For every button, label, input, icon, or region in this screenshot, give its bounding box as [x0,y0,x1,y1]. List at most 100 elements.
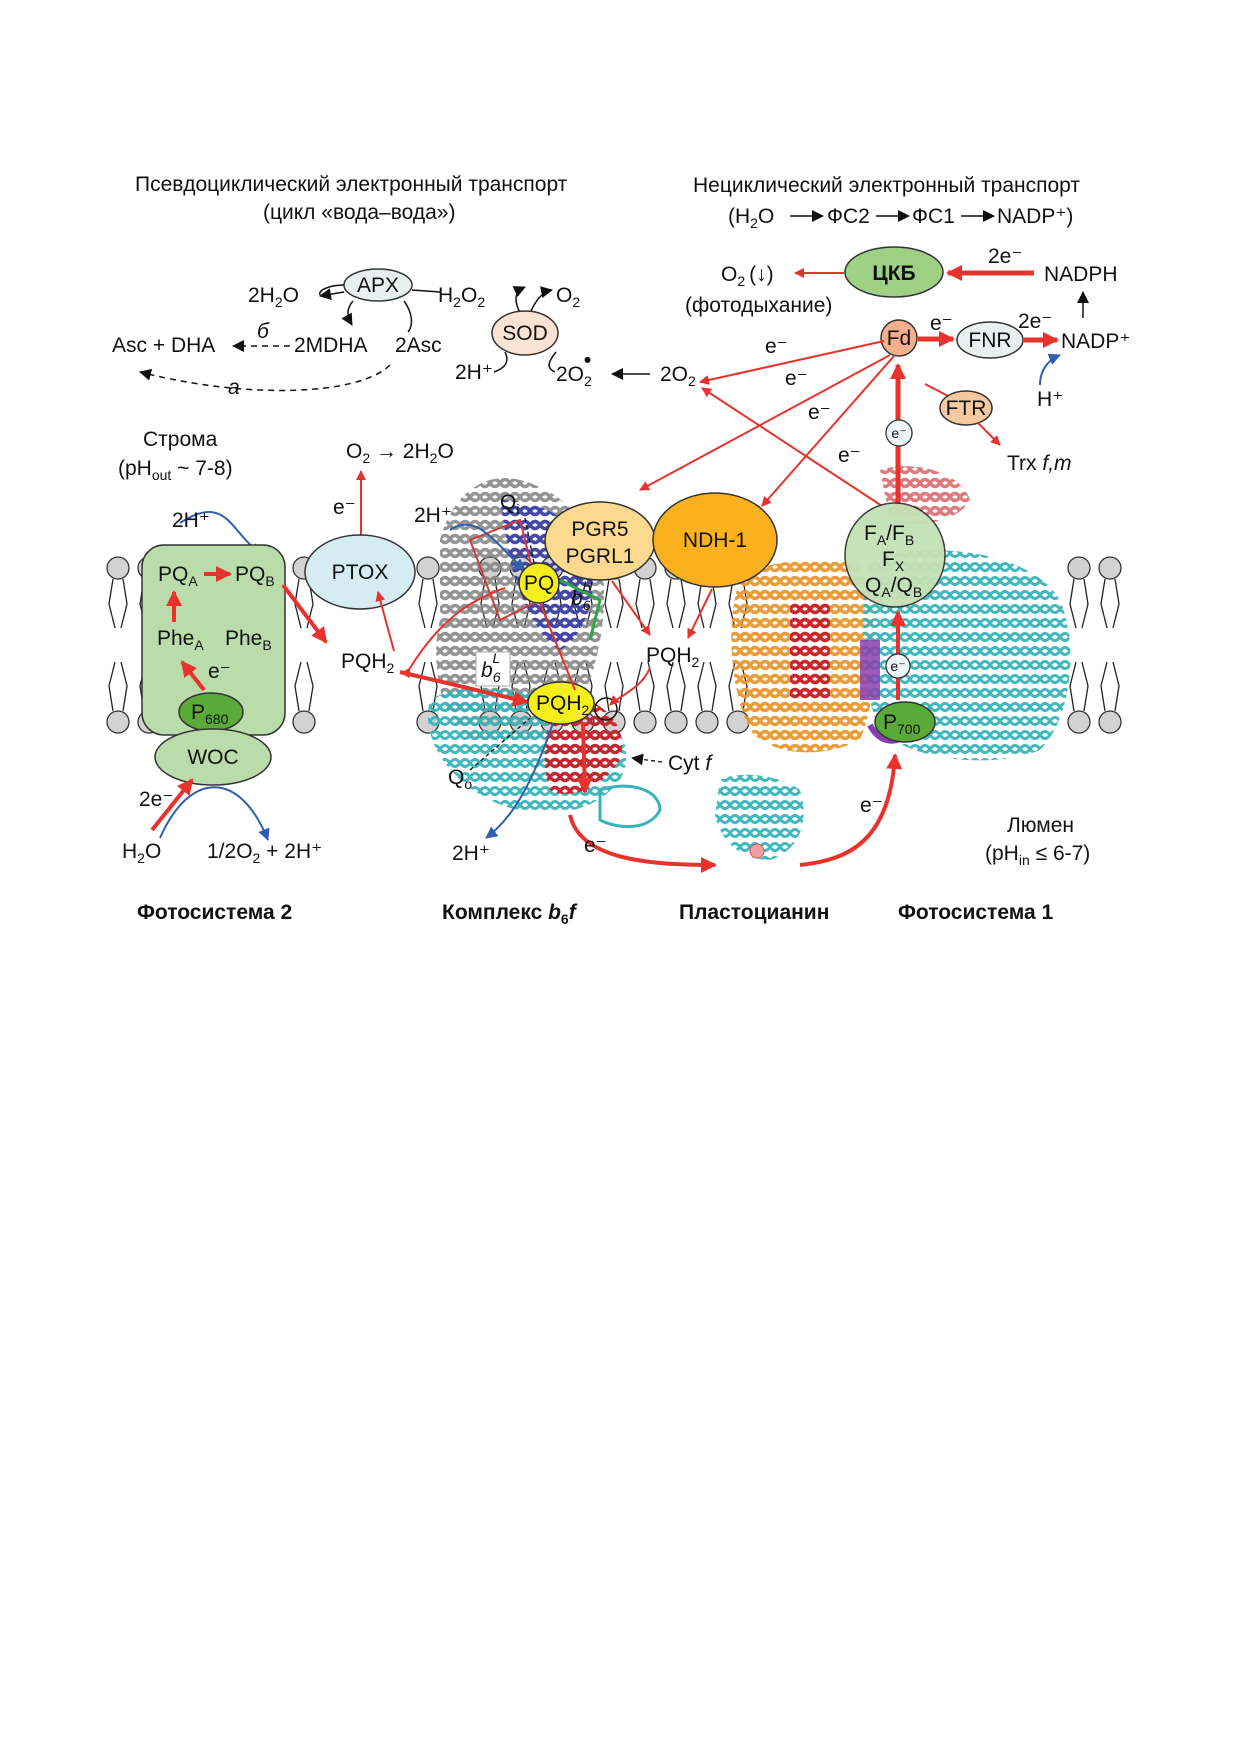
water-water-cycle: APX 2H2O H2O2 O2 SOD Asc + DHA б 2MDHA 2… [112,268,696,399]
lipid-head [416,556,440,580]
ptox-enzyme [304,534,416,610]
stromal-reactions: O2(↓) (фотодыхание) ЦКБ 2e⁻ NADPH Fd e⁻ … [639,245,1130,512]
nadp-proton: H⁺ [1037,388,1063,411]
ferredoxin [880,319,918,357]
svg-text:ФС1: ФС1 [912,205,955,228]
pq-a: PQA [158,563,198,589]
noncyclic-title: Нециклический электронный транспорт [693,174,1080,197]
svg-text:(H2O: (H2O [728,205,774,231]
fa-o2-electron: e⁻ [838,444,861,467]
oxygen-substrate: 2O2 [660,363,696,389]
nadp-plus: NADP⁺ [1061,330,1130,353]
lipid-head [1098,556,1122,580]
p680-label: P680 [191,701,229,727]
pathway-a-label: а [228,376,240,399]
lipid-head [1098,710,1122,734]
stroma-ph: (pHout ~ 7-8) [118,457,233,483]
cyt-f-label: Cyt f [668,752,713,775]
sod-protons: 2H⁺ [455,361,493,384]
lipid-tail [1069,578,1089,629]
pgr5-label: PGR5 [571,518,628,541]
fnr-2e: 2e⁻ [1018,310,1052,333]
pseudocyclic-subtitle: (цикл «вода–вода») [263,201,455,224]
lipid-tail [108,578,128,629]
lipid-tail [697,661,717,712]
nadph: NADPH [1044,263,1118,286]
calvin-cycle [844,246,944,298]
b6f-lumen-protons: 2H⁺ [452,842,490,865]
mdha: 2MDHA [294,334,368,357]
photosystem2: 2H⁺ PQA PQB PheA PheB e⁻ P680 WOC 2e⁻ H2… [122,509,322,866]
lipid-tail [418,578,438,629]
p700-reaction-center [874,701,936,743]
fd-pgr-electron: e⁻ [785,367,808,390]
photosystem1: FA/FB FX QA/QB e⁻ P700 e⁻ [799,502,946,867]
lipid-head [1067,710,1091,734]
superoxide: 2O2• [556,349,592,389]
caption-ps1: Фотосистема 1 [898,901,1054,924]
pqh2-qo-label: PQH2 [536,692,590,718]
lipid-tail [294,661,314,712]
ptox-group: O2 → 2H2O e⁻ PTOX [304,440,454,610]
ndh1-label: NDH-1 [683,529,747,552]
lipid-tail [604,578,624,629]
ptox-label: PTOX [332,561,389,584]
lipid-head [106,556,130,580]
ftr-enzyme [939,390,993,426]
thioredoxin: Trx f,m [1007,452,1072,475]
ps1-electron: e⁻ [890,658,905,674]
fnr-enzyme [956,321,1024,359]
pqh2-pool-right: PQH2 [646,644,700,670]
fa-fb: FA/FB [864,522,914,548]
pgrl1-label: PGRL1 [566,545,635,568]
caption-plastocyanin: Пластоцианин [679,901,829,924]
pq-b: PQB [235,563,275,589]
ps1-iron-sulfur-cluster [844,502,946,608]
pgr5-pgrl1 [544,501,656,581]
photorespiration-label: (фотодыхание) [685,294,832,317]
lipid-tail [1100,661,1120,712]
ftr-label: FTR [946,397,987,420]
apx-label: APX [357,274,399,297]
ps2-products: 1/2O2 + 2H⁺ [207,840,322,866]
water-oxidizing-complex [154,728,272,786]
lipid-tail [635,661,655,712]
b6f-complex: 2H⁺ Qi PQ b6H b6L PQH2 Qo Cyt f 2H⁺ e⁻ [414,491,717,873]
lipid-head [106,710,130,734]
pseudocyclic-title: Псевдоциклический электронный транспорт [135,173,568,196]
electron-badge-label: e⁻ [891,425,906,441]
heme-b6l-box [475,651,511,687]
fx: FX [882,548,905,574]
p700-label: P700 [883,711,921,737]
ptox-electron: e⁻ [333,496,356,519]
sod-label: SOD [502,322,548,345]
pc-p700-electron: e⁻ [860,794,883,817]
pqh2-qo [527,681,595,725]
lipid-head [695,710,719,734]
calvin-cycle-label: ЦКБ [872,262,915,285]
cytf-pc-electron: e⁻ [584,834,607,857]
b6f-stroma-protons: 2H⁺ [414,504,452,527]
stroma-label: Строма [143,428,218,451]
pqh2-pool-left: PQH2 [341,650,395,676]
woc-label: WOC [187,746,238,769]
lipid-head [664,710,688,734]
lipid-head [292,710,316,734]
electron-badge [885,419,913,447]
lumen-ph: (pHin ≤ 6-7) [985,842,1090,868]
lipid-tail [666,578,686,629]
lipid-head [633,710,657,734]
ps1-electron-badge [885,653,911,679]
lipid-tail [1100,578,1120,629]
pq-qi [518,562,560,604]
rieske-fes [594,697,618,721]
lipid-tail [666,661,686,712]
pq-qi-label: PQ [524,572,554,595]
ndh1-complex [652,492,778,588]
heme-b6h: b6H [571,578,593,613]
plastocyanin-protein-structure [715,774,804,860]
noncyclic-formula: (H2O ФС2 ФС1 NADP⁺) [728,205,1073,231]
nadph-2e: 2e⁻ [988,245,1022,268]
ps2-water: H2O [122,840,161,866]
fd-fnr-electron: e⁻ [930,312,953,335]
